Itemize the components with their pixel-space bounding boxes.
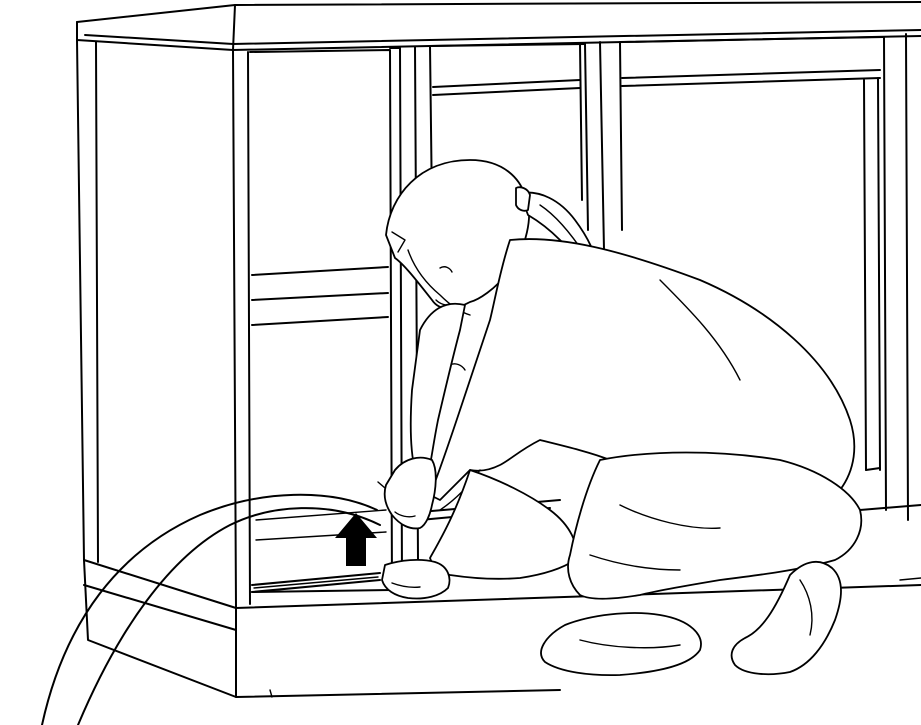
magnifier-callout — [42, 495, 380, 725]
person-kneeling — [378, 160, 861, 675]
